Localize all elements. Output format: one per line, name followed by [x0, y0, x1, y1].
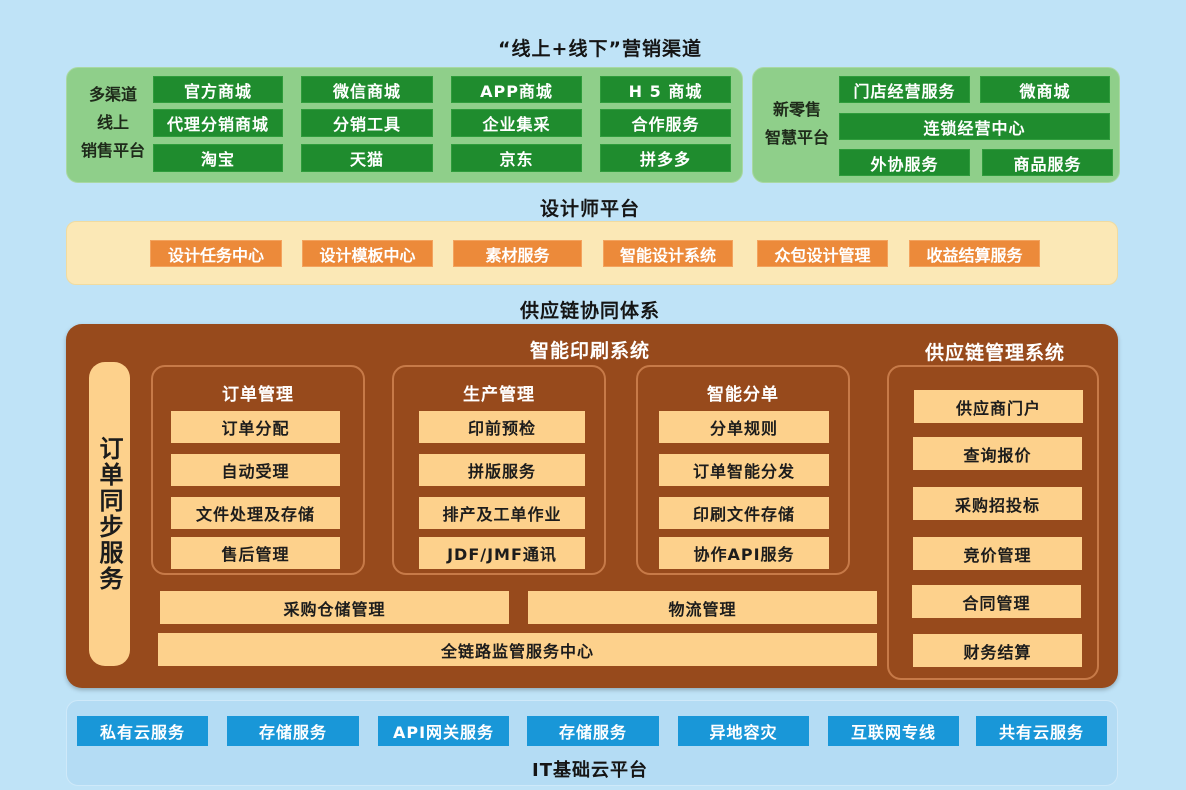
- order-sync-service-label: 订单同步服务: [95, 436, 123, 592]
- retail-micro-mall[interactable]: 微商城: [980, 76, 1110, 103]
- order-sync-service[interactable]: 订单同步服务: [89, 362, 130, 666]
- it-cloud-title: IT基础云平台: [532, 760, 648, 781]
- order-management-title: 订单管理: [222, 385, 294, 405]
- channel-enterprise-procurement[interactable]: 企业集采: [451, 109, 582, 137]
- scm-group: [887, 365, 1099, 680]
- contract-management[interactable]: 合同管理: [912, 585, 1081, 618]
- design-task-center[interactable]: 设计任务中心: [150, 240, 282, 267]
- retail-outsourcing-services[interactable]: 外协服务: [839, 149, 970, 176]
- scheduling-work-orders[interactable]: 排产及工单作业: [419, 497, 585, 529]
- channel-partner-services[interactable]: 合作服务: [600, 109, 731, 137]
- print-file-storage[interactable]: 印刷文件存储: [659, 497, 829, 529]
- retail-platform-label-line: 智慧平台: [764, 128, 829, 147]
- supplier-portal[interactable]: 供应商门户: [914, 390, 1083, 423]
- smart-order-split-group: [636, 365, 850, 575]
- channel-tmall[interactable]: 天猫: [301, 144, 433, 172]
- public-cloud-service[interactable]: 共有云服务: [976, 716, 1107, 746]
- logistics-management[interactable]: 物流管理: [528, 591, 877, 624]
- channel-official-mall[interactable]: 官方商城: [153, 76, 283, 103]
- retail-store-operation-services[interactable]: 门店经营服务: [839, 76, 970, 103]
- supply-chain-title: 供应链协同体系: [519, 300, 660, 322]
- channel-jd[interactable]: 京东: [451, 144, 582, 172]
- private-cloud-service[interactable]: 私有云服务: [77, 716, 208, 746]
- procurement-bidding[interactable]: 采购招投标: [913, 487, 1082, 520]
- file-processing-storage[interactable]: 文件处理及存储: [171, 497, 340, 529]
- auction-management[interactable]: 竞价管理: [913, 537, 1082, 570]
- smart-order-split-title: 智能分单: [707, 385, 779, 405]
- online-platform-label-line: 多渠道: [88, 85, 137, 104]
- after-sales-management[interactable]: 售后管理: [171, 537, 340, 569]
- production-management-group: [392, 365, 606, 575]
- scm-system-title: 供应链管理系统: [924, 342, 1065, 364]
- order-management-group: [151, 365, 365, 575]
- revenue-settlement-services[interactable]: 收益结算服务: [909, 240, 1040, 267]
- full-chain-monitoring-center[interactable]: 全链路监管服务中心: [158, 633, 877, 666]
- auto-acceptance[interactable]: 自动受理: [171, 454, 340, 486]
- retail-platform-label-line: 新零售: [772, 100, 821, 119]
- disaster-recovery[interactable]: 异地容灾: [678, 716, 809, 746]
- inquiry-quotation[interactable]: 查询报价: [913, 437, 1082, 470]
- channel-taobao[interactable]: 淘宝: [153, 144, 283, 172]
- jdf-jmf-communication[interactable]: JDF/JMF通讯: [419, 537, 585, 569]
- channel-wechat-mall[interactable]: 微信商城: [301, 76, 433, 103]
- storage-service-2[interactable]: 存储服务: [527, 716, 659, 746]
- online-platform-label-line: 线上: [96, 113, 129, 132]
- channel-app-mall[interactable]: APP商城: [451, 76, 582, 103]
- design-template-center[interactable]: 设计模板中心: [302, 240, 433, 267]
- online-platform-label-line: 销售平台: [80, 141, 145, 160]
- retail-platform-label: 新零售 智慧平台: [753, 96, 841, 152]
- channel-agent-distribution-mall[interactable]: 代理分销商城: [153, 109, 283, 137]
- channel-pinduoduo[interactable]: 拼多多: [600, 144, 731, 172]
- storage-service-1[interactable]: 存储服务: [227, 716, 359, 746]
- retail-product-services[interactable]: 商品服务: [982, 149, 1113, 176]
- channel-distribution-tools[interactable]: 分销工具: [301, 109, 433, 137]
- prepress-preflight[interactable]: 印前预检: [419, 411, 585, 443]
- online-platform-label: 多渠道 线上 销售平台: [71, 81, 155, 165]
- material-services[interactable]: 素材服务: [453, 240, 582, 267]
- channel-h5-mall[interactable]: H 5 商城: [600, 76, 731, 103]
- split-rules[interactable]: 分单规则: [659, 411, 829, 443]
- smart-printing-system-title: 智能印刷系统: [529, 340, 650, 362]
- api-gateway-service[interactable]: API网关服务: [378, 716, 509, 746]
- dedicated-internet-line[interactable]: 互联网专线: [828, 716, 959, 746]
- designer-platform-title: 设计师平台: [539, 198, 640, 220]
- financial-settlement[interactable]: 财务结算: [913, 634, 1082, 667]
- procurement-warehouse-management[interactable]: 采购仓储管理: [160, 591, 509, 624]
- production-management-title: 生产管理: [463, 385, 535, 405]
- imposition-services[interactable]: 拼版服务: [419, 454, 585, 486]
- smart-order-dispatch[interactable]: 订单智能分发: [659, 454, 829, 486]
- collaboration-api-services[interactable]: 协作API服务: [659, 537, 829, 569]
- order-allocation[interactable]: 订单分配: [171, 411, 340, 443]
- retail-chain-operation-center[interactable]: 连锁经营中心: [839, 113, 1110, 140]
- smart-design-system[interactable]: 智能设计系统: [603, 240, 733, 267]
- marketing-channels-title: “线上+线下”营销渠道: [498, 38, 702, 60]
- crowdsourced-design-management[interactable]: 众包设计管理: [757, 240, 888, 267]
